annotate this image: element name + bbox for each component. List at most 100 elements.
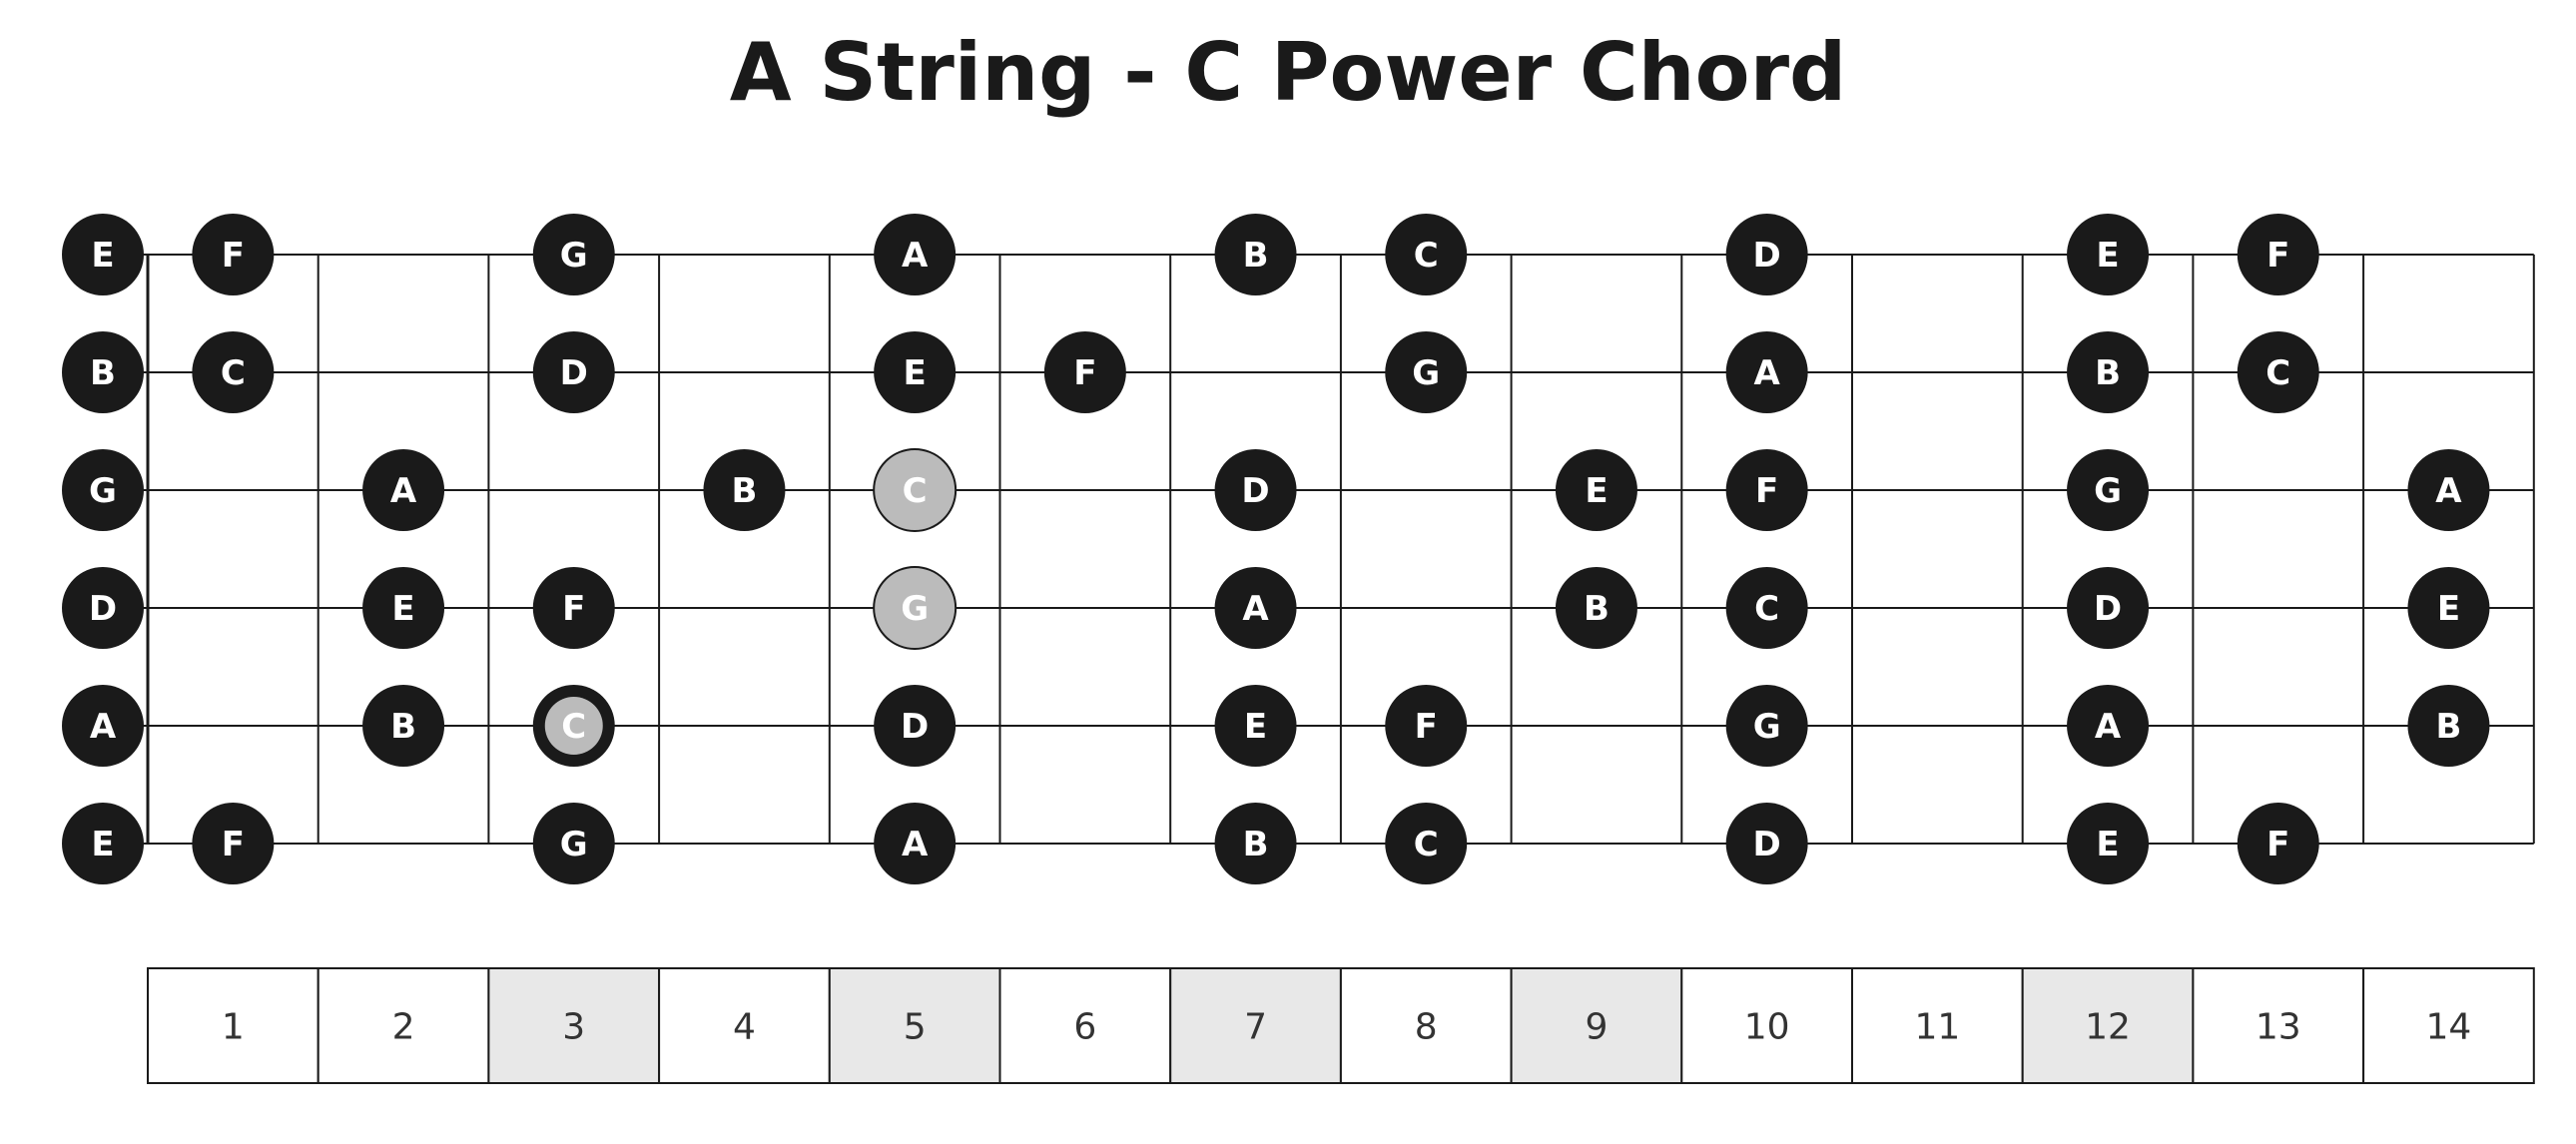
note-circle: [62, 214, 144, 295]
fret-number-cell-4: [658, 967, 831, 1084]
note-circle: [62, 803, 144, 884]
note-circle: [62, 567, 144, 649]
note-label: E: [904, 353, 927, 393]
note-string6-fret12: E: [2067, 803, 2150, 884]
note-string4-fret12: D: [2067, 567, 2150, 649]
note-string2-fret6: F: [1043, 331, 1126, 413]
note-label: A: [390, 471, 417, 511]
note-label: B: [1243, 825, 1269, 864]
note-circle: [2407, 685, 2490, 767]
fret-number-cell-10: [1680, 967, 1854, 1084]
note-label: G: [560, 236, 588, 276]
fret-number-label-12: 12: [2085, 1007, 2131, 1048]
note-string3-fret4: B: [703, 449, 786, 531]
fret-number-label-11: 11: [1914, 1007, 1960, 1048]
note-label: C: [1414, 236, 1439, 276]
note-circle: [1555, 449, 1637, 531]
note-string2-fret8: G: [1385, 331, 1468, 413]
note-circle: [532, 331, 615, 413]
note-label: C: [1414, 825, 1439, 864]
note-label: E: [91, 236, 114, 276]
note-label: A: [2095, 707, 2122, 747]
note-label: B: [2435, 707, 2461, 747]
fret-number-cell-11: [1851, 967, 2024, 1084]
note-circle: [362, 567, 445, 649]
note-circle: [1043, 331, 1126, 413]
note-circle: [192, 331, 275, 413]
note-label: C: [903, 471, 928, 511]
note-label: D: [89, 589, 117, 629]
note-label: B: [2095, 353, 2121, 393]
note-label: A: [1242, 589, 1269, 629]
fret-number-cell-12: [2021, 967, 2195, 1084]
note-circle: [874, 685, 957, 767]
fret-number-label-2: 2: [392, 1007, 415, 1048]
note-string5-fret14: B: [2407, 685, 2490, 767]
note-label: B: [1243, 236, 1269, 276]
note-circle: [703, 449, 786, 531]
note-label: F: [222, 236, 245, 276]
chord-highlight: [873, 566, 958, 650]
note-label: F: [1415, 707, 1438, 747]
note-string2-fret13: C: [2237, 331, 2319, 413]
note-label: A: [902, 236, 929, 276]
note-label: B: [90, 353, 116, 393]
note-circle: [2067, 214, 2150, 295]
note-circle: [1214, 567, 1297, 649]
fret-number-cell-5: [828, 967, 1001, 1084]
note-label: D: [2094, 589, 2122, 629]
note-circle: [2237, 803, 2319, 884]
note-circle: [1725, 685, 1808, 767]
note-string5-fret2: B: [362, 685, 445, 767]
note-circle: [874, 214, 957, 295]
note-label: F: [2266, 236, 2289, 276]
note-string2-fret3: D: [532, 331, 615, 413]
note-label: F: [222, 825, 245, 864]
note-string3-fret14: A: [2407, 449, 2490, 531]
fret-number-label-8: 8: [1415, 1007, 1438, 1048]
note-string6-fret13: F: [2237, 803, 2319, 884]
note-circle: [1725, 331, 1808, 413]
fret-number-label-14: 14: [2426, 1007, 2472, 1048]
note-circle: [532, 214, 615, 295]
note-string4-fret9: B: [1555, 567, 1637, 649]
fret-number-cell-1: [147, 967, 320, 1084]
note-circle: [1555, 567, 1637, 649]
note-string4-fret2: E: [362, 567, 445, 649]
note-circle: [62, 449, 144, 531]
note-circle: [874, 803, 957, 884]
note-circle: [2067, 449, 2150, 531]
fret-number-label-5: 5: [904, 1007, 927, 1048]
fret-number-label-6: 6: [1073, 1007, 1096, 1048]
note-circle: [1725, 803, 1808, 884]
note-circle: [192, 803, 275, 884]
note-label: G: [1753, 707, 1781, 747]
note-circle: [1385, 803, 1468, 884]
note-label: E: [2437, 589, 2460, 629]
fret-number-label-13: 13: [2255, 1007, 2301, 1048]
fret-number-label-4: 4: [733, 1007, 756, 1048]
note-circle: [62, 685, 144, 767]
note-circle: [532, 567, 615, 649]
note-string2-fret10: A: [1725, 331, 1808, 413]
note-string5-fret8: F: [1385, 685, 1468, 767]
open-note-string-6: E: [62, 803, 144, 884]
note-circle: [1725, 449, 1808, 531]
note-label: C: [561, 707, 586, 747]
note-string1-fret10: D: [1725, 214, 1808, 295]
note-label: C: [221, 353, 246, 393]
note-label: G: [901, 589, 929, 629]
note-circle: [1725, 567, 1808, 649]
note-label: A: [902, 825, 929, 864]
note-label: E: [391, 589, 414, 629]
note-label: G: [560, 825, 588, 864]
note-string3-fret10: F: [1725, 449, 1808, 531]
note-label: G: [89, 471, 117, 511]
note-string6-fret1: F: [192, 803, 275, 884]
root-highlight: [544, 697, 603, 755]
note-label: F: [562, 589, 585, 629]
fret-number-cell-14: [2362, 967, 2535, 1084]
fretboard-grid: [103, 254, 2535, 845]
note-string2-fret12: B: [2067, 331, 2150, 413]
